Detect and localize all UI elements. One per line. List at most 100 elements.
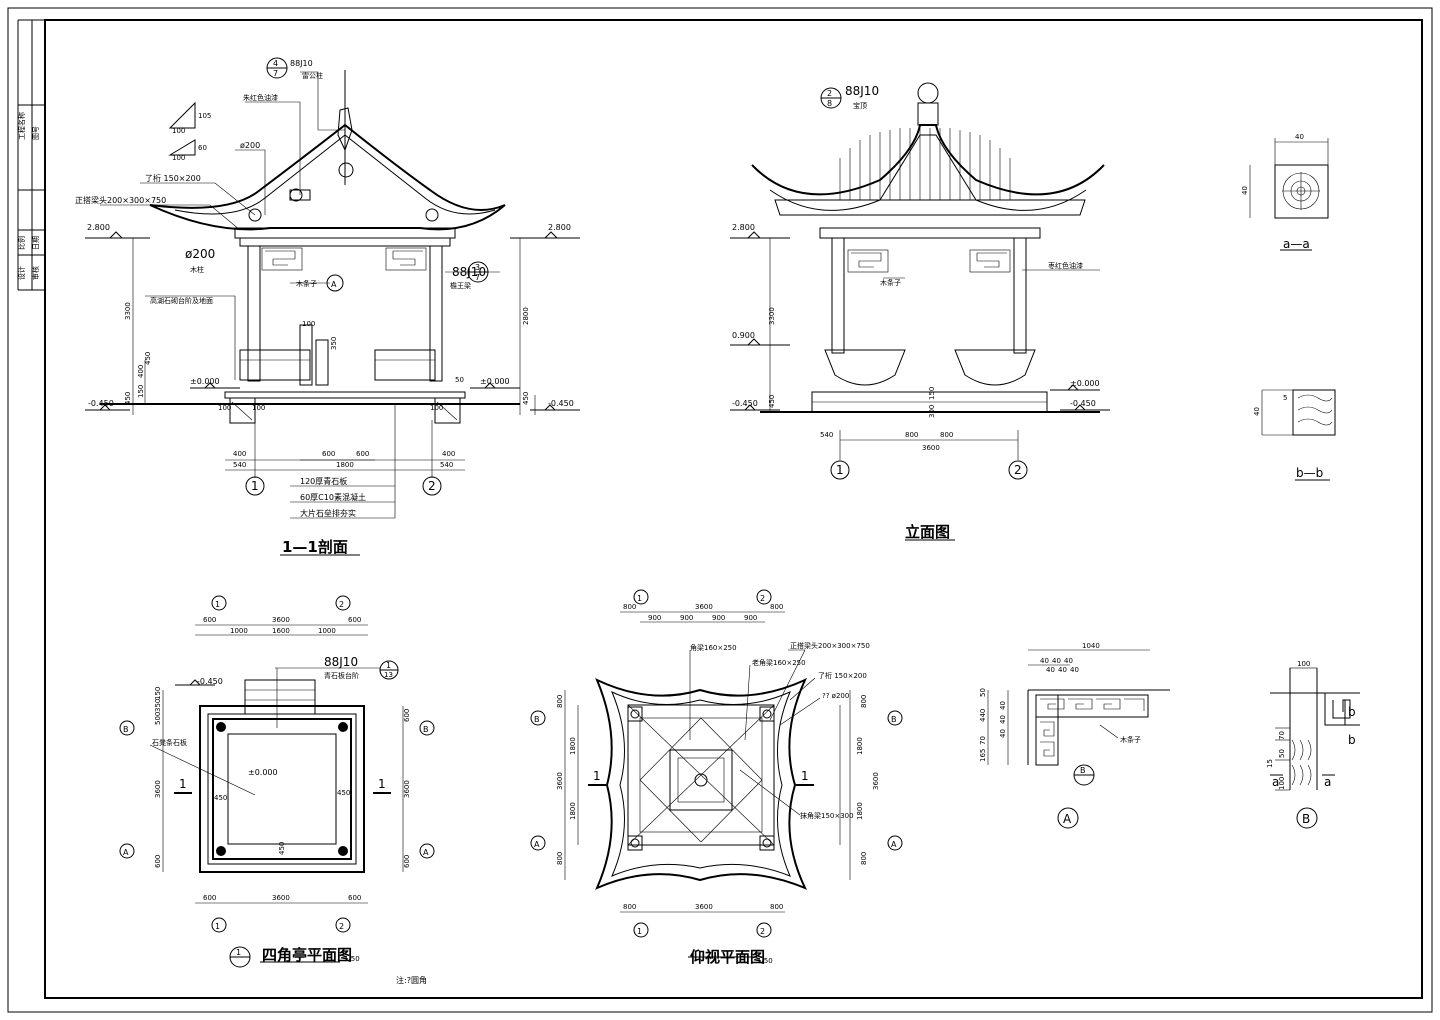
dim-text: 400 <box>233 450 246 458</box>
dim-text: 600 <box>322 450 335 458</box>
dim-text: 350 <box>154 699 162 712</box>
dim-text: 600 <box>348 616 361 624</box>
dim-text: 540 <box>440 461 453 469</box>
elevation-label: 2.800 <box>548 223 571 232</box>
elevation-view: 2 8 88J10 宝顶 木条子 枣红色油漆 2.800 0.900 ±0.00… <box>730 82 1110 541</box>
ref-den: 7 <box>273 69 278 78</box>
dim-text: 540 <box>820 431 833 439</box>
axis-label: 1 <box>637 927 642 936</box>
title-block-item: 审核 <box>31 266 40 280</box>
dim-text: 800 <box>623 903 636 911</box>
dim-text: 1600 <box>272 627 290 635</box>
label-purlin: 了桁 150×200 <box>145 173 201 183</box>
axis-label: B <box>423 725 429 734</box>
dim-text: 2800 <box>522 307 530 325</box>
plan-ref-circle: 1 <box>236 948 241 957</box>
dim-text: 5 <box>1283 394 1287 402</box>
label-lattice: 木条子 <box>880 278 901 287</box>
axis-label: A <box>423 848 429 857</box>
dim-text: 3600 <box>403 780 411 798</box>
plan-label: 青石板台阶 <box>324 671 359 680</box>
dim-text: 400 <box>137 365 145 378</box>
detail-title: a—a <box>1283 237 1310 251</box>
axis-label: 1 <box>251 479 259 493</box>
axis-label: 2 <box>760 594 765 603</box>
dim-text: 1000 <box>318 627 336 635</box>
dim-text: 800 <box>860 852 868 865</box>
dim-text: 150 <box>928 387 936 400</box>
plan-label: 13 <box>384 671 393 679</box>
dim-text: 100 <box>430 404 443 412</box>
elevation-label: ±0.000 <box>248 768 278 777</box>
dim-text: 3300 <box>124 302 132 320</box>
title-block-item: 工程名称 <box>17 112 26 140</box>
ceiling-label: ?? ø200 <box>822 692 849 700</box>
layer-label: 60厚C10素混凝土 <box>300 492 366 502</box>
ref-num-right: 3 <box>475 263 480 272</box>
dim-text: 350 <box>330 337 338 350</box>
dim-text: 40 <box>1058 666 1067 674</box>
layer-label: 120厚青石板 <box>300 476 347 486</box>
dim-text: 100 <box>252 404 265 412</box>
dim-text: 1040 <box>1082 642 1100 650</box>
title-block-item: 图号 <box>32 126 40 140</box>
dim-text: 40 <box>1295 133 1304 141</box>
dim-text: 70 <box>1278 731 1286 740</box>
dim-text: 100 <box>218 404 231 412</box>
elevation-label: ±0.000 <box>1070 379 1100 388</box>
dim-text: 600 <box>403 855 411 868</box>
elevation-label: 2.800 <box>87 223 110 232</box>
plan-scale: 1/50 <box>344 955 360 963</box>
dim-text: 40 <box>999 729 1007 738</box>
section-mark: 1 <box>179 777 187 791</box>
dim-text: 400 <box>442 450 455 458</box>
plan-title: 四角亭平面图 <box>262 946 352 964</box>
dim-text: 40 <box>1064 657 1073 665</box>
plan-label: 88J10 <box>324 655 358 669</box>
title-block-item: 日期 <box>32 236 40 250</box>
elevation-label: ±0.000 <box>480 377 510 386</box>
section-title: 1—1剖面 <box>282 538 348 556</box>
dim-text: 40 <box>1253 407 1261 416</box>
dim-text: 150 <box>137 385 145 398</box>
ref-code-right: 88J10 <box>452 265 486 279</box>
dim-text: 40 <box>999 715 1007 724</box>
detail-title: b—b <box>1296 466 1323 480</box>
elevation-label: 0.900 <box>732 331 755 340</box>
elevation-label: ±0.000 <box>190 377 220 386</box>
ceiling-label: 抹角梁150×300 <box>800 811 854 820</box>
detail-a-mark: A <box>331 280 337 289</box>
axis-label: 1 <box>637 594 642 603</box>
cut-mark: b <box>1348 705 1356 719</box>
dim-text: 3600 <box>695 603 713 611</box>
dim-text: 3600 <box>872 772 880 790</box>
dim-text: 900 <box>680 614 693 622</box>
dim-text: 165 <box>979 749 987 762</box>
dim-text: 100 <box>1278 777 1286 790</box>
dim-text: 3600 <box>272 616 290 624</box>
cut-mark: a <box>1272 775 1279 789</box>
dim-text: 450 <box>124 392 132 405</box>
dim-text: 600 <box>154 855 162 868</box>
ceiling-label: 正搭梁头200×300×750 <box>790 641 870 650</box>
title-block-item: 比例 <box>17 236 26 250</box>
ref-num: 2 <box>827 89 832 98</box>
roof-tiles <box>839 128 1011 200</box>
dim-text: 600 <box>348 894 361 902</box>
dim-text: 450 <box>214 794 227 802</box>
plan-note: 注:?圆角 <box>396 975 427 985</box>
detail-aa: 40 40 a—a <box>1241 133 1329 251</box>
axis-label: 2 <box>760 927 765 936</box>
dim-text: 40 <box>1241 186 1249 195</box>
dim-text: 450 <box>768 395 776 408</box>
detail-ref: B <box>1080 766 1086 775</box>
dim-text: 40 <box>1070 666 1079 674</box>
ceiling-scale: 1/50 <box>757 957 773 965</box>
elevation-label: -0.450 <box>197 677 223 686</box>
layer-label: 大片石垒排夯实 <box>300 508 356 518</box>
elevation-label: -0.450 <box>548 399 574 408</box>
label-stone: 高湖石砌台阶及地面 <box>150 296 213 305</box>
ceiling-label: 了桁 150×200 <box>818 671 867 680</box>
axis-label: 1 <box>836 463 844 477</box>
